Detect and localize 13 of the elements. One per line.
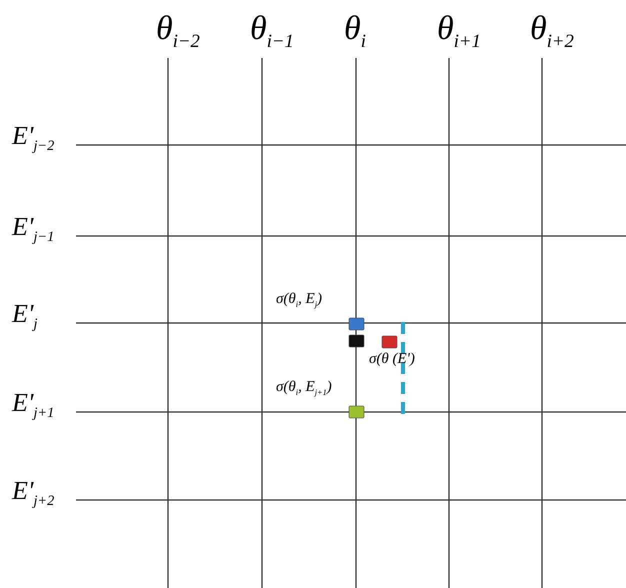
row-label: E'$_{j−2}$ <box>12 123 54 154</box>
column-label: θ$_{i−1}$ <box>250 12 294 52</box>
value-label: σ(θ$_{i}$, E$_{j}$) <box>276 292 322 310</box>
value-label: σ(θ$_{i}$, E$_{j+1}$) <box>276 380 332 398</box>
row-label: E'$_{j}$ <box>12 301 38 332</box>
column-label: θ$_{i+1}$ <box>437 12 481 52</box>
column-label: θ$_{i−2}$ <box>156 12 200 52</box>
column-label: θ$_{i}$ <box>344 12 366 52</box>
row-label: E'$_{j−1}$ <box>12 214 54 244</box>
column-label: θ$_{i+2}$ <box>530 12 574 52</box>
row-label: E'$_{j+1}$ <box>12 390 54 420</box>
value-label: σ(θ (E') <box>369 352 415 367</box>
row-label: E'$_{j+2}$ <box>12 478 54 508</box>
